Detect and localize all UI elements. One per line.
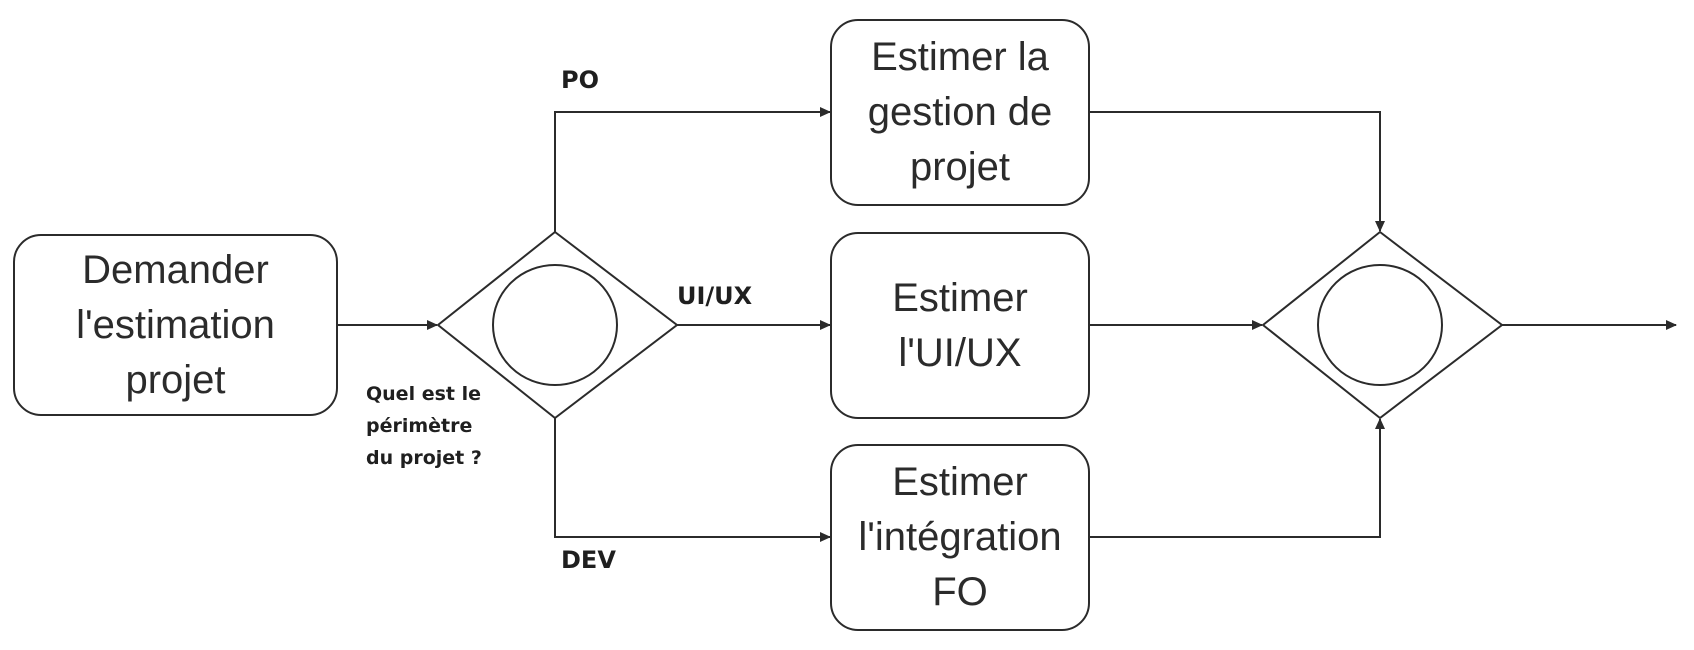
- task-demander-estimation: Demander l'estimation projet: [13, 234, 338, 416]
- edge-split-to-gestion: [554, 107, 831, 232]
- edge-gestion-to-merge: [1090, 111, 1385, 232]
- edge-label-uiux: UI/UX: [677, 282, 753, 310]
- merge-gateway-circle: [1317, 264, 1443, 386]
- edge-split-to-integration: [554, 418, 831, 542]
- task-estimer-integration: Estimer l'intégration FO: [830, 444, 1090, 631]
- gateway-question-label: Quel est le périmètre du projet ?: [366, 383, 482, 469]
- task-uiux-label: Estimer l'UI/UX: [892, 275, 1028, 375]
- merge-gateway: [1261, 230, 1504, 420]
- task-estimer-gestion: Estimer la gestion de projet: [830, 19, 1090, 206]
- task-integration-label: Estimer l'intégration FO: [858, 460, 1062, 614]
- task-estimer-uiux: Estimer l'UI/UX: [830, 232, 1090, 419]
- split-gateway-circle: [492, 264, 618, 386]
- merge-gateway-diamond: [1261, 230, 1504, 420]
- edge-label-dev: DEV: [561, 546, 616, 574]
- task-demander-label: Demander l'estimation projet: [76, 247, 275, 402]
- task-gestion-label: Estimer la gestion de projet: [867, 35, 1053, 189]
- edge-label-po: PO: [561, 66, 599, 94]
- edge-integration-to-merge: [1090, 418, 1385, 538]
